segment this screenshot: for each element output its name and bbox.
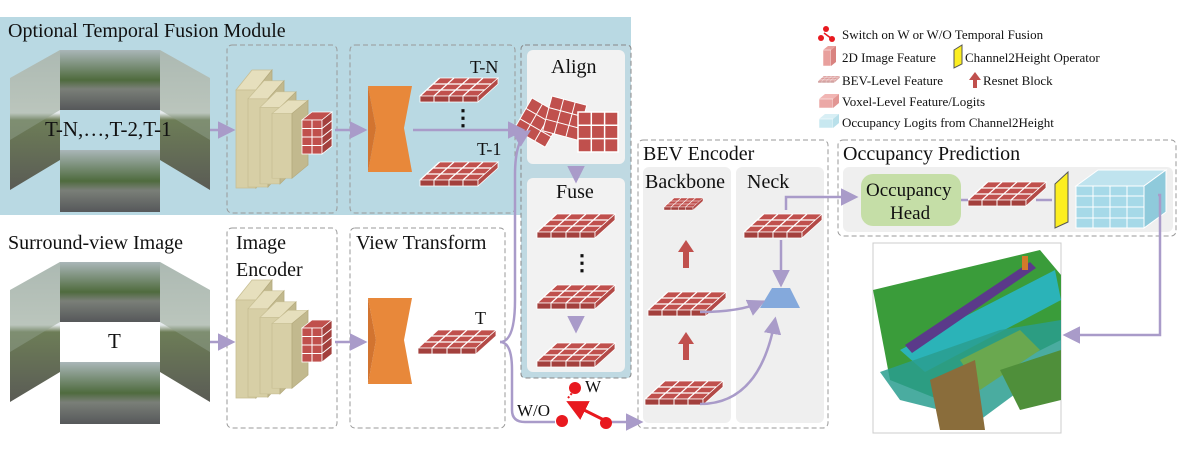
- legend-occ-logits-icon: [818, 114, 839, 129]
- legend-voxel-icon: [818, 94, 839, 109]
- legend-resnet-label: Resnet Block: [983, 73, 1053, 88]
- fuse-title: Fuse: [556, 181, 594, 203]
- flow-arrows: [210, 121, 1162, 431]
- t-minus-n-label: T-N: [470, 57, 498, 77]
- view-transform-box: [349, 227, 506, 429]
- legend-resnet-icon: [969, 72, 981, 88]
- image-encoder: [235, 279, 309, 399]
- current-surround-images: [10, 262, 210, 424]
- legend: Switch on W or W/O Temporal Fusion 2D Im…: [817, 26, 1100, 130]
- backbone-title: Backbone: [645, 171, 725, 193]
- current-frame-label: T: [108, 329, 121, 353]
- image-feature: [301, 319, 333, 363]
- occupancy-head-label-2: Head: [890, 203, 931, 224]
- legend-occ-logits-label: Occupancy Logits from Channel2Height: [842, 115, 1054, 130]
- temporal-surround-images: [10, 50, 210, 212]
- switch-with-label: W: [585, 377, 602, 396]
- image-encoder-box: [226, 227, 338, 429]
- temporal-frames-label: T-N,…,T-2,T-1: [45, 117, 172, 141]
- occupancy-head-box: [861, 174, 961, 226]
- legend-c2h-icon: [953, 44, 963, 69]
- align-title: Align: [551, 56, 597, 78]
- neck-fusion-trapezoid: [760, 288, 800, 308]
- occupancy-prediction-box: [837, 139, 1177, 237]
- resnet-block-arrows: [678, 240, 694, 360]
- legend-bev-label: BEV-Level Feature: [842, 73, 943, 88]
- surround-view-title: Surround-view Image: [8, 232, 183, 254]
- neck-title: Neck: [747, 171, 789, 193]
- bev-encoder-box: [637, 139, 829, 429]
- t-current-label: T: [475, 308, 486, 328]
- occupancy-logits-cube: [1074, 169, 1168, 229]
- bev-feature-t: [417, 329, 497, 355]
- fuse-dots: ⋮: [571, 250, 593, 275]
- legend-switch-label: Switch on W or W/O Temporal Fusion: [842, 27, 1044, 42]
- switch-without-label: W/O: [517, 401, 550, 420]
- temporal-image-feature: [301, 111, 333, 155]
- legend-voxel-label: Voxel-Level Feature/Logits: [842, 94, 985, 109]
- channel2height-operator: [1054, 170, 1069, 229]
- legend-switch-icon: [818, 26, 835, 42]
- occupancy-visualization: [872, 242, 1062, 434]
- temporal-dots: ⋮: [452, 105, 474, 130]
- bev-encoder-title: BEV Encoder: [643, 143, 755, 165]
- occupancy-head-label-1: Occupancy: [866, 180, 952, 201]
- occupancy-prediction-title: Occupancy Prediction: [843, 143, 1020, 165]
- temporal-module-title: Optional Temporal Fusion Module: [8, 20, 286, 42]
- view-transform-block: [368, 298, 412, 384]
- t-minus-1-label: T-1: [477, 139, 501, 159]
- legend-bev-icon: [817, 75, 841, 83]
- image-encoder-title-1: Image: [236, 232, 286, 254]
- view-transform-title: View Transform: [356, 232, 487, 254]
- image-encoder-title-2: Encoder: [236, 259, 303, 281]
- temporal-switch: [556, 382, 612, 429]
- legend-image-feature-icon: [822, 46, 836, 67]
- legend-image-feature-label: 2D Image Feature: [842, 50, 936, 65]
- legend-c2h-label: Channel2Height Operator: [965, 50, 1100, 65]
